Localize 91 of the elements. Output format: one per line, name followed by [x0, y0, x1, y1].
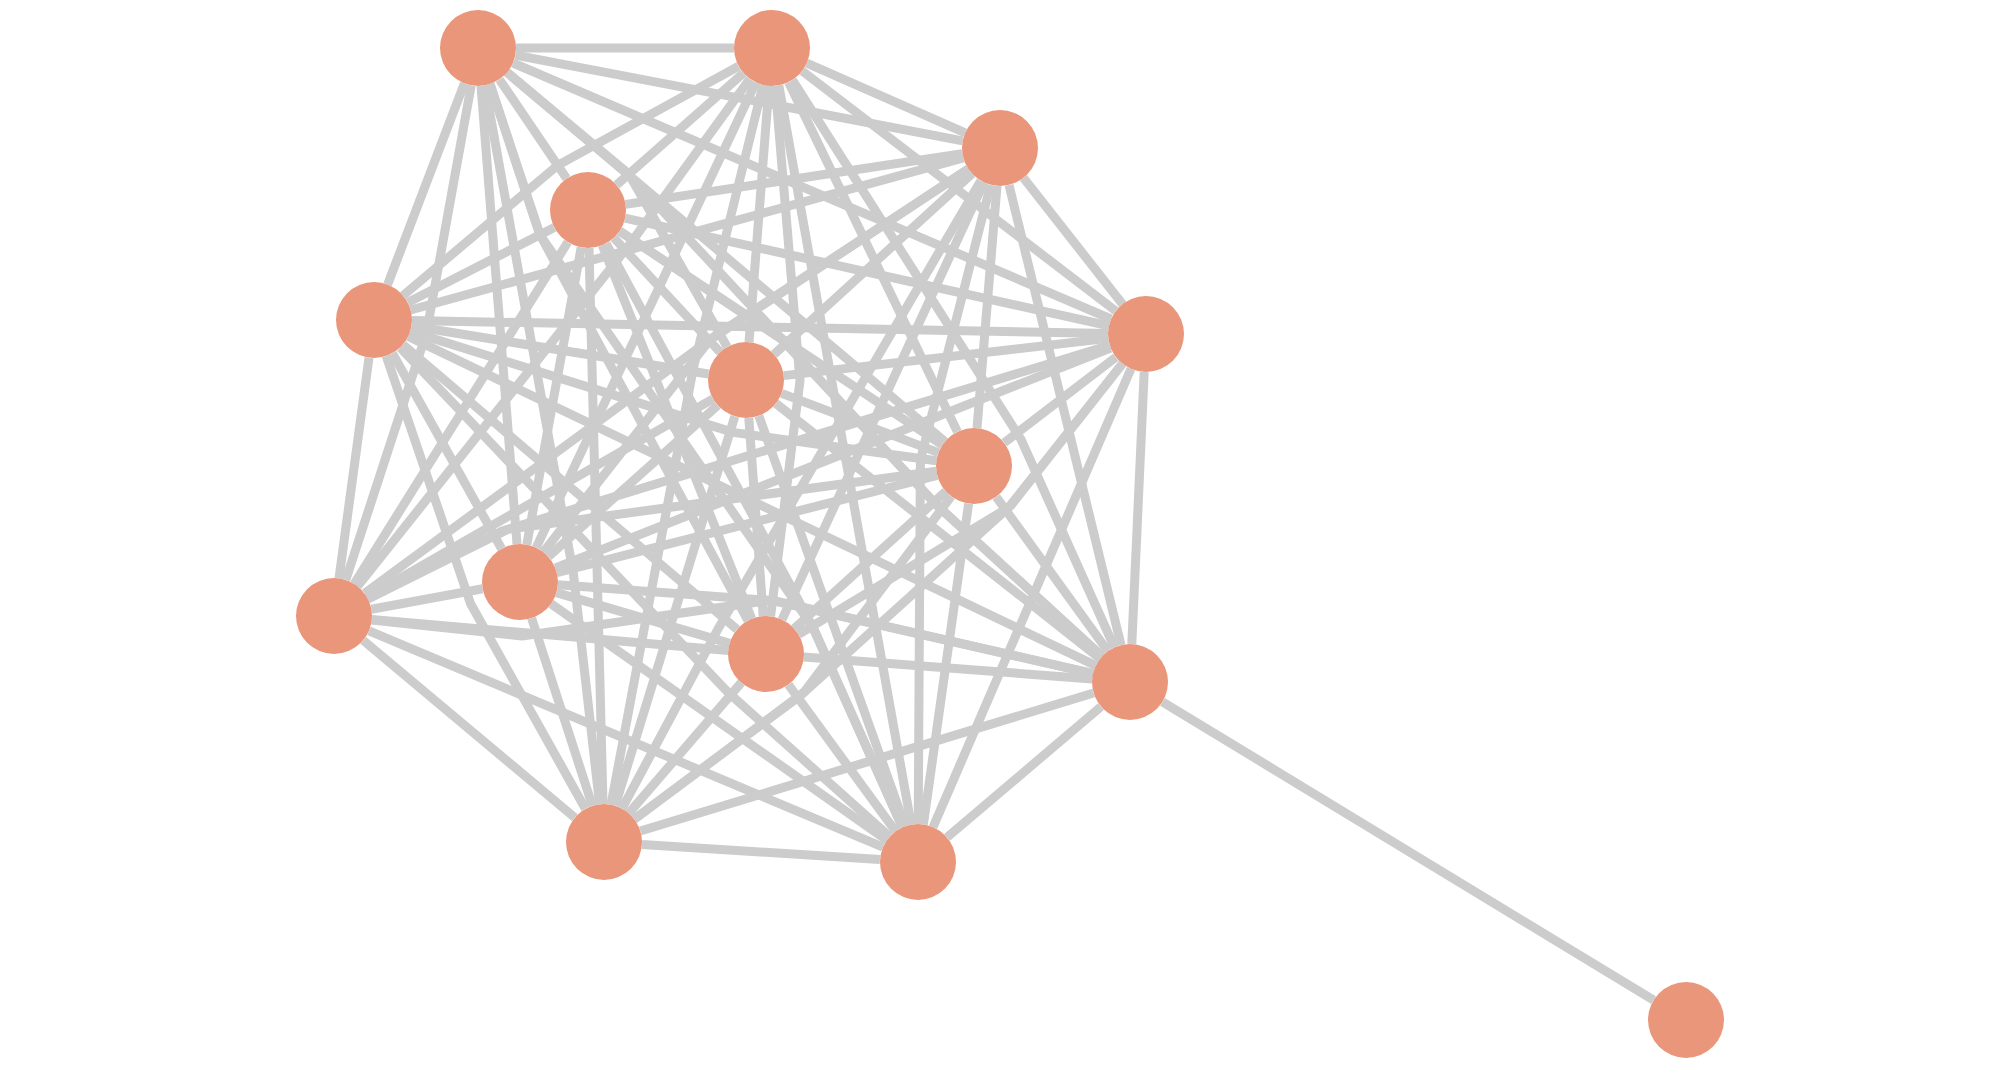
connector-line	[388, 351, 506, 551]
connector-line	[744, 85, 774, 343]
network-node	[936, 428, 1012, 504]
connector-line	[791, 488, 949, 632]
connector-line	[788, 77, 1119, 650]
connector-line	[476, 85, 522, 545]
connector-line	[992, 494, 1112, 654]
connector-line	[360, 636, 578, 822]
connector-line	[545, 402, 721, 560]
connector-line	[511, 58, 1113, 324]
network-node	[1648, 982, 1724, 1058]
connector-line	[624, 213, 1110, 331]
connector-line	[1019, 175, 1127, 307]
connector-line	[516, 43, 734, 53]
connector-line	[1001, 353, 1119, 447]
connector-line	[641, 839, 881, 865]
connector-line	[618, 178, 985, 811]
connector-line	[527, 616, 597, 808]
connector-line	[783, 333, 1109, 381]
connector-line	[354, 76, 754, 589]
connector-line	[799, 67, 1119, 315]
connector-line	[1127, 371, 1149, 645]
network-node	[734, 10, 810, 86]
connector-line	[532, 80, 760, 550]
connector-line	[928, 367, 1136, 829]
connector-line	[584, 247, 608, 805]
network-node	[1108, 296, 1184, 372]
connector-line	[625, 679, 745, 817]
connector-line	[400, 62, 741, 300]
connector-line	[773, 399, 1103, 663]
connector-line	[405, 223, 557, 307]
connector-line	[803, 652, 1093, 684]
connector-line	[972, 185, 1002, 429]
connector-line	[613, 69, 747, 189]
connector-line	[918, 502, 974, 826]
connector-line	[610, 415, 740, 807]
connector-line	[774, 84, 916, 826]
network-node	[440, 10, 516, 86]
connector-line	[784, 80, 962, 434]
connector-line	[334, 357, 374, 579]
network-node	[728, 616, 804, 692]
connector-line	[555, 471, 939, 577]
connector-line	[610, 234, 724, 356]
connector-line	[606, 83, 768, 806]
connector-line	[410, 321, 710, 379]
network-node	[566, 804, 642, 880]
connector-line	[396, 344, 893, 840]
connector-line	[406, 332, 1098, 670]
connector-line	[944, 703, 1104, 841]
connector-line	[350, 239, 572, 587]
connector-line	[555, 588, 731, 648]
connector-line	[381, 354, 590, 811]
connector-line	[408, 327, 938, 466]
connector-line	[744, 417, 768, 617]
network-node	[708, 342, 784, 418]
connector-line	[805, 59, 967, 137]
connector-line	[371, 595, 1094, 678]
network-node	[962, 110, 1038, 186]
connector-line	[341, 84, 476, 582]
connector-line	[383, 81, 469, 287]
connector-line	[366, 466, 937, 604]
connector-line	[370, 584, 484, 614]
connector-line	[780, 389, 940, 457]
connector-line	[1004, 183, 1126, 647]
connector-line	[777, 180, 989, 622]
network-node	[482, 544, 558, 620]
network-node	[550, 172, 626, 248]
network-node	[296, 578, 372, 654]
connector-line	[631, 493, 955, 823]
network-node	[880, 824, 956, 900]
connector-line	[514, 50, 964, 146]
connector-line	[522, 246, 586, 546]
connector-line	[361, 165, 971, 598]
connector-line	[754, 414, 910, 828]
connector-line	[548, 600, 890, 844]
connector-line	[409, 153, 965, 315]
network-node	[336, 282, 412, 358]
connector-line	[770, 170, 976, 358]
connector-line	[411, 316, 1109, 338]
connector-line	[495, 76, 571, 182]
connector-line	[639, 688, 1095, 836]
network-node	[1092, 644, 1168, 720]
connector-line	[367, 626, 885, 852]
connector-line	[784, 681, 900, 835]
connector-line	[766, 85, 805, 617]
connector-line	[1160, 697, 1656, 1005]
connector-line	[371, 614, 729, 656]
connector-line	[598, 243, 756, 621]
connector-line	[624, 149, 964, 209]
connector-line	[400, 341, 740, 633]
connector-line	[913, 183, 995, 825]
